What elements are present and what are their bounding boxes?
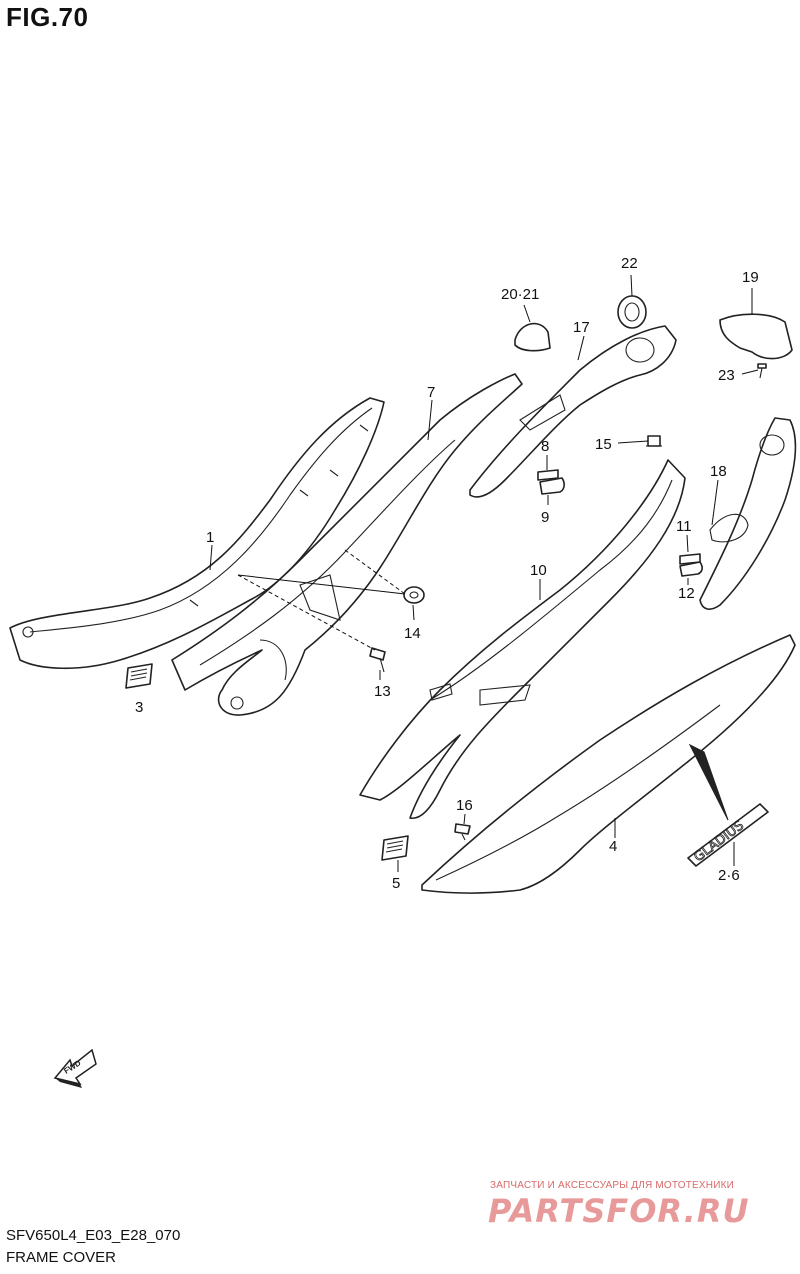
callout-3: 3 xyxy=(135,699,143,716)
forward-arrow-icon: FWD xyxy=(53,1048,97,1088)
callout-20-21: 20·21 xyxy=(501,286,539,303)
diagram-name: FRAME COVER xyxy=(6,1249,117,1266)
part-2-6-emblem: GLADIUS xyxy=(687,803,769,867)
callout-18: 18 xyxy=(710,463,727,480)
callout-8: 8 xyxy=(541,438,549,455)
part-5-plate xyxy=(381,835,409,861)
part-14-grommet xyxy=(403,586,425,604)
callout-10: 10 xyxy=(530,562,547,579)
part-22-ring xyxy=(617,295,647,329)
callout-7: 7 xyxy=(427,384,435,401)
callout-14: 14 xyxy=(404,625,421,642)
part-15-bolt xyxy=(646,435,662,447)
callout-19: 19 xyxy=(742,269,759,286)
part-19-tail-piece xyxy=(719,313,793,360)
part-20-21-cap xyxy=(514,322,551,352)
part-8-9-clip xyxy=(537,469,565,495)
model-code: SFV650L4_E03_E28_070 xyxy=(6,1227,181,1244)
callout-1: 1 xyxy=(206,529,214,546)
watermark-subtitle: ЗАПЧАСТИ И АКСЕССУАРЫ ДЛЯ МОТОТЕХНИКИ xyxy=(490,1180,735,1191)
callout-labels: 1 3 7 13 14 20·21 22 17 19 23 8 9 15 18 … xyxy=(135,255,759,892)
callout-12: 12 xyxy=(678,585,695,602)
part-1-left-frame-cover xyxy=(9,397,385,670)
callout-2-6: 2·6 xyxy=(718,867,740,884)
part-7-inner-cover xyxy=(171,373,523,716)
callout-13: 13 xyxy=(374,683,391,700)
part-13-screw xyxy=(369,647,386,673)
watermark-logo: PARTSFOR.RU xyxy=(488,1192,750,1230)
part-4-side-cover xyxy=(421,634,796,894)
callout-5: 5 xyxy=(392,875,400,892)
callout-23: 23 xyxy=(718,367,735,384)
callout-11: 11 xyxy=(676,518,692,535)
emblem-text: GLADIUS xyxy=(691,818,746,865)
part-18-inner-rear-cover xyxy=(699,417,797,610)
part-16-screw xyxy=(454,823,471,841)
figure-title: FIG.70 xyxy=(6,2,89,32)
part-23-screw xyxy=(757,363,767,379)
leader-lines xyxy=(209,274,759,872)
callout-9: 9 xyxy=(541,509,549,526)
callout-22: 22 xyxy=(621,255,638,272)
callout-4: 4 xyxy=(609,838,617,855)
callout-16: 16 xyxy=(456,797,473,814)
callout-15: 15 xyxy=(595,436,612,453)
part-17-rear-bracket xyxy=(469,325,677,498)
part-3-plate xyxy=(125,663,153,689)
callout-17: 17 xyxy=(573,319,590,336)
part-11-12-clip xyxy=(679,553,703,577)
part-10-right-frame-cover xyxy=(359,459,686,819)
